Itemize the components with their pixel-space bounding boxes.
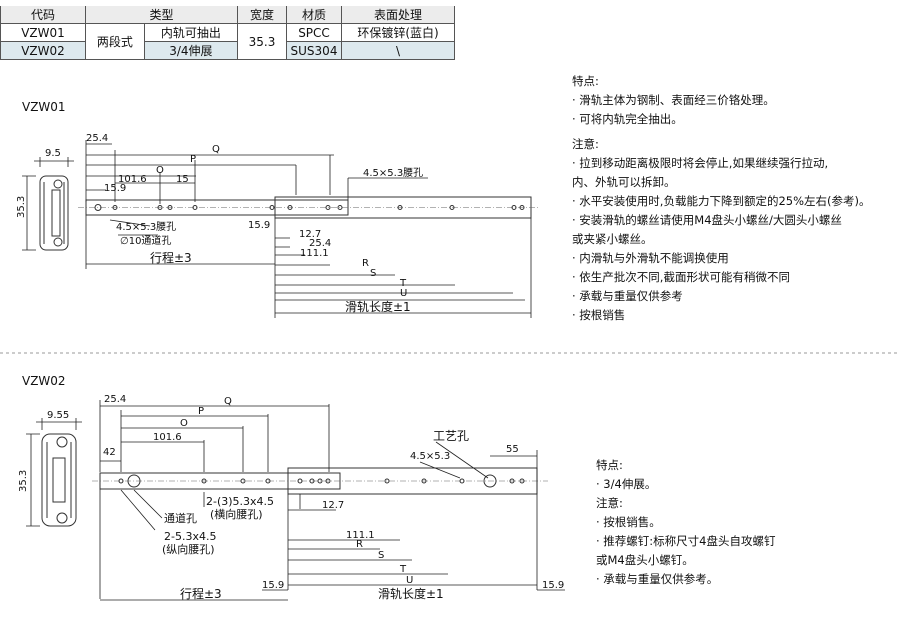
note-item: · 承载与重量仅供参考 [572, 289, 683, 303]
vzw02-notes: 特点: · 3/4伸展。 注意: · 按根销售。 · 推荐螺钉:标称尺寸4盘头自… [596, 456, 776, 589]
vzw01-hole-label: ∅10通道孔 [120, 234, 171, 247]
note-item: · 安装滑轨的螺丝请使用M4盘头小螺丝/大圆头小螺丝 [572, 213, 842, 227]
vzw02-dim-15-9a: 15.9 [262, 580, 284, 591]
note-item: · 按根销售 [572, 308, 626, 322]
features-title: 特点: [572, 74, 599, 88]
vzw02-dim-25-4: 25.4 [104, 394, 126, 405]
vzw01-notes: 特点: · 滑轨主体为钢制、表面经三价铬处理。 · 可将内轨完全抽出。 注意: … [572, 72, 871, 325]
notes-title: 注意: [596, 496, 623, 510]
vzw02-dim-42: 42 [103, 447, 116, 458]
feature-item: · 可将内轨完全抽出。 [572, 112, 683, 126]
vzw02-dim-15-9b: 15.9 [542, 580, 564, 591]
vzw02-dim-111-1: 111.1 [346, 530, 375, 541]
vzw02-hole-label: 通道孔 [164, 511, 197, 525]
vzw02-slot3-sub: (横向腰孔) [210, 507, 263, 521]
spec-table: 代码 类型 宽度 材质 表面处理 VZW01 两段式 内轨可抽出 35.3 SP… [0, 6, 455, 60]
vzw02-stroke: 行程±3 [180, 586, 222, 601]
vzw01-dim-15-9b: 15.9 [248, 220, 270, 231]
cell-code: VZW01 [0, 23, 86, 42]
note-item: 或夹紧小螺丝。 [572, 232, 653, 246]
vzw02-dim-t: T [399, 564, 407, 575]
vzw01-slot-label-2: 4.5×5.3腰孔 [116, 221, 176, 233]
vzw01-dim-q: Q [212, 144, 220, 155]
cell-finish: \ [341, 41, 455, 60]
vzw02-dim-101-6: 101.6 [153, 432, 182, 443]
vzw02-dim-9-55: 9.55 [47, 410, 69, 421]
vzw01-dim-p: P [190, 154, 196, 165]
vzw01-dim-9-5: 9.5 [45, 148, 61, 159]
feature-item: · 滑轨主体为钢制、表面经三价铬处理。 [572, 93, 775, 107]
vzw01-dim-111-1: 111.1 [300, 248, 329, 259]
cell-code: VZW02 [0, 41, 86, 60]
vzw02-dim-12-7: 12.7 [322, 500, 344, 511]
vzw01-dim-101-6: 101.6 [118, 174, 147, 185]
vzw01-label: VZW01 [22, 100, 66, 114]
notes-title: 注意: [572, 137, 599, 151]
vzw02-label: VZW02 [22, 374, 66, 388]
vzw02-dim-r: R [356, 539, 363, 550]
vzw02-craft-hole: 工艺孔 [433, 429, 469, 443]
cell-type-sub: 内轨可抽出 [143, 23, 239, 42]
cell-type-main: 两段式 [85, 23, 145, 60]
vzw01-dim-r: R [362, 258, 369, 269]
vzw01-cross-section [22, 157, 74, 251]
vzw02-cross-section [26, 418, 82, 527]
vzw01-dim-u: U [400, 288, 407, 299]
vzw01-dim-25-4b: 25.4 [309, 238, 331, 249]
vzw02-slot2-sub: (纵向腰孔) [162, 542, 215, 556]
vzw01-length: 滑轨长度±1 [345, 299, 411, 314]
vzw02-dim-s: S [378, 550, 384, 561]
note-item: · 水平安装使用时,负载能力下降到额定的25%左右(参考)。 [572, 194, 871, 208]
vzw01-slot-label: 4.5×5.3腰孔 [363, 167, 423, 179]
vzw01-dim-35-3: 35.3 [16, 196, 27, 218]
vzw01-dim-12-7: 12.7 [299, 229, 321, 240]
note-item: · 依生产批次不同,截面形状可能有稍微不同 [572, 270, 790, 284]
vzw02-dim-q: Q [224, 396, 232, 407]
vzw01-dim-15: 15 [176, 174, 189, 185]
vzw02-slot2-label: 2-5.3x4.5 [164, 530, 216, 543]
vzw01-dim-s: S [370, 268, 376, 279]
cell-material: SUS304 [286, 41, 342, 60]
vzw01-dim-t: T [399, 278, 407, 289]
note-item: 内、外轨可以拆卸。 [572, 175, 676, 189]
vzw01-dim-o: O [156, 165, 164, 176]
vzw02-slot-label: 4.5×5.3 [410, 451, 450, 462]
vzw02-dim-35-3: 35.3 [18, 470, 29, 492]
vzw01-stroke: 行程±3 [150, 250, 192, 265]
vzw01-rail [78, 140, 540, 318]
note-item: · 拉到移动距离极限时将会停止,如果继续强行拉动, [572, 156, 829, 170]
header-type: 类型 [85, 6, 238, 24]
vzw02-dim-u: U [406, 575, 413, 586]
note-item: · 推荐螺钉:标称尺寸4盘头自攻螺钉 [596, 534, 776, 548]
vzw01-dim-25-4: 25.4 [86, 133, 108, 144]
cell-finish: 环保镀锌(蓝白) [341, 23, 455, 42]
vzw02-dim-p: P [198, 406, 204, 417]
features-title: 特点: [596, 458, 623, 472]
note-item: · 内滑轨与外滑轨不能调换使用 [572, 251, 729, 265]
note-item: · 按根销售。 [596, 515, 661, 529]
note-item: 或M4盘头小螺钉。 [596, 553, 694, 567]
vzw01-dim-15-9: 15.9 [104, 183, 126, 194]
vzw02-rail [92, 400, 565, 601]
vzw02-slot3-label: 2-(3)5.3x4.5 [206, 495, 274, 508]
cell-type-sub: 3/4伸展 [143, 41, 239, 60]
feature-item: · 3/4伸展。 [596, 477, 657, 491]
note-item: · 承载与重量仅供参考。 [596, 572, 719, 586]
vzw02-length: 滑轨长度±1 [378, 586, 444, 601]
vzw02-dim-o: O [180, 418, 188, 429]
vzw02-dim-55: 55 [506, 444, 519, 455]
